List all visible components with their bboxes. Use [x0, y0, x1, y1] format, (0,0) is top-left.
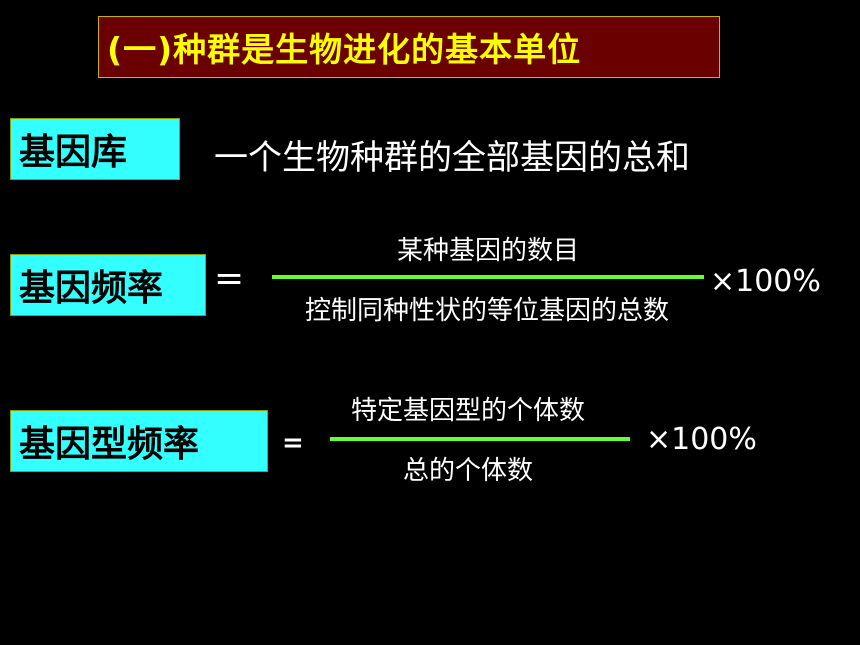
slide-title: (一)种群是生物进化的基本单位	[107, 30, 582, 69]
genotype-frequency-equals: =	[282, 428, 304, 458]
gene-pool-term: 基因库	[19, 132, 128, 173]
gene-frequency-term-box: 基因频率	[10, 254, 206, 316]
genotype-frequency-term: 基因型频率	[19, 424, 200, 465]
gene-frequency-numerator: 某种基因的数目	[396, 236, 579, 266]
slide-title-box: (一)种群是生物进化的基本单位	[98, 16, 720, 78]
gene-pool-term-box: 基因库	[10, 118, 180, 180]
gene-frequency-multiplier: ×100%	[710, 264, 821, 299]
gene-frequency-denominator: 控制同种性状的等位基因的总数	[304, 296, 669, 326]
gene-frequency-fraction-line	[272, 275, 704, 279]
genotype-frequency-denominator: 总的个体数	[402, 456, 533, 486]
genotype-frequency-fraction-line	[330, 437, 630, 441]
gene-frequency-equals: =	[214, 258, 245, 299]
gene-frequency-term: 基因频率	[19, 268, 164, 309]
genotype-frequency-multiplier: ×100%	[646, 422, 757, 457]
gene-pool-definition: 一个生物种群的全部基因的总和	[214, 138, 690, 178]
genotype-frequency-numerator: 特定基因型的个体数	[350, 396, 585, 426]
genotype-frequency-term-box: 基因型频率	[10, 410, 268, 472]
